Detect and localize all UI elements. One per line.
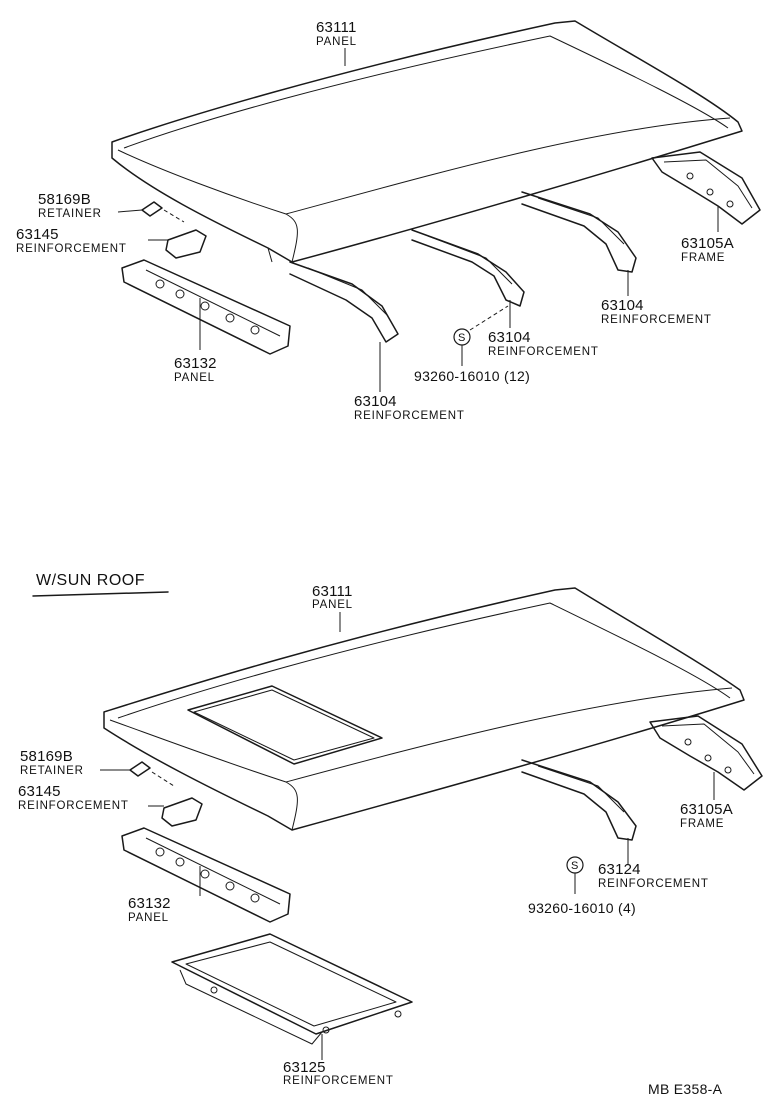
top-reinforcement-front-number: 63145 bbox=[16, 226, 59, 243]
sunroof-variant-title: W/SUN ROOF bbox=[36, 572, 145, 589]
top-bow-middle-name: REINFORCEMENT bbox=[488, 346, 599, 358]
top-frame-name: FRAME bbox=[681, 252, 726, 264]
bottom-frame bbox=[649, 715, 763, 791]
bottom-retainer-number: 58169B bbox=[20, 748, 73, 765]
bottom-bow-name: REINFORCEMENT bbox=[598, 878, 709, 890]
bottom-bow-number: 63124 bbox=[598, 861, 641, 878]
top-front-panel-number: 63132 bbox=[174, 355, 217, 372]
bottom-roof-panel bbox=[103, 587, 745, 831]
top-bow-front-number: 63104 bbox=[601, 297, 644, 314]
bottom-screw-number: 93260-16010 (4) bbox=[528, 900, 637, 916]
top-retainer-number: 58169B bbox=[38, 191, 91, 208]
top-bow-rear bbox=[289, 261, 399, 343]
bottom-front-panel-name: PANEL bbox=[128, 912, 169, 924]
bottom-sunroof-reinforcement bbox=[171, 933, 413, 1045]
bottom-retainer-name: RETAINER bbox=[20, 765, 84, 777]
top-bow-middle-number: 63104 bbox=[488, 329, 531, 346]
bottom-roof-panel-number: 63111 bbox=[312, 583, 353, 600]
top-bow-front-name: REINFORCEMENT bbox=[601, 314, 712, 326]
bottom-reinforcement-front-number: 63145 bbox=[18, 783, 61, 800]
bottom-roof-panel-name: PANEL bbox=[312, 599, 353, 611]
bottom-screw-symbol: S bbox=[571, 860, 578, 872]
top-screw-symbol: S bbox=[458, 332, 465, 344]
top-roof-panel bbox=[111, 20, 743, 263]
top-frame-number: 63105A bbox=[681, 235, 734, 252]
top-frame bbox=[651, 151, 761, 225]
top-roof-panel-number: 63111 bbox=[316, 19, 357, 36]
bottom-frame-name: FRAME bbox=[680, 818, 725, 830]
top-retainer bbox=[141, 201, 185, 223]
top-screw-number: 93260-16010 (12) bbox=[414, 368, 531, 384]
top-bow-rear-number: 63104 bbox=[354, 393, 397, 410]
bottom-retainer bbox=[129, 761, 175, 787]
bottom-front-panel-number: 63132 bbox=[128, 895, 171, 912]
drawing-code: MB E358-A bbox=[648, 1081, 723, 1097]
top-front-panel-name: PANEL bbox=[174, 372, 215, 384]
bottom-sunroof-reinforcement-number: 63125 bbox=[283, 1059, 326, 1076]
bottom-frame-number: 63105A bbox=[680, 801, 733, 818]
top-retainer-name: RETAINER bbox=[38, 208, 102, 220]
top-roof-panel-name: PANEL bbox=[316, 36, 357, 48]
bottom-sunroof-reinforcement-name: REINFORCEMENT bbox=[283, 1075, 394, 1087]
bottom-front-panel bbox=[121, 827, 291, 923]
bottom-reinforcement-front-name: REINFORCEMENT bbox=[18, 800, 129, 812]
top-reinforcement-front-name: REINFORCEMENT bbox=[16, 243, 127, 255]
top-front-panel bbox=[121, 259, 291, 355]
top-bow-rear-name: REINFORCEMENT bbox=[354, 410, 465, 422]
top-bow-front bbox=[521, 191, 637, 273]
top-bow-middle bbox=[411, 229, 525, 307]
bottom-bow bbox=[521, 759, 637, 841]
bottom-reinforcement-front bbox=[161, 797, 203, 827]
top-reinforcement-front bbox=[165, 229, 207, 259]
